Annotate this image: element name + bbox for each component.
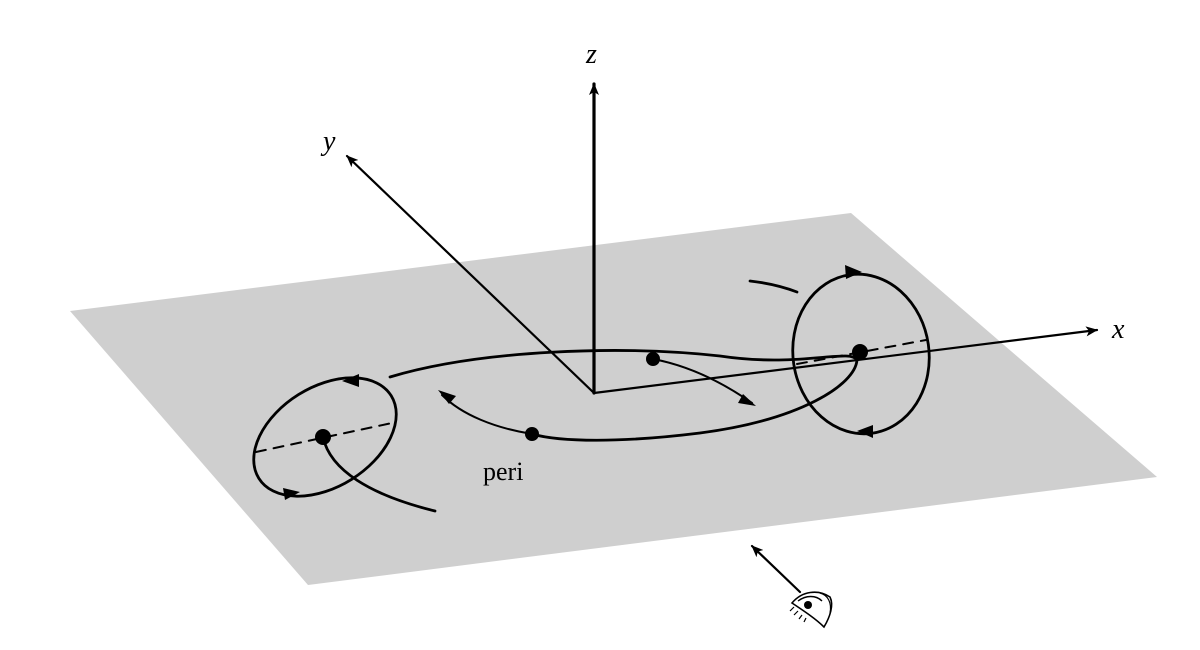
- left-circle-arrow-top: [342, 374, 359, 387]
- apocenter-point: [646, 352, 660, 366]
- left-node-circle: [252, 376, 398, 498]
- y-axis-label: y: [320, 126, 336, 157]
- right-node-line: [796, 339, 927, 365]
- eye-icon: [789, 591, 833, 629]
- orbit-arrowhead-right: [738, 394, 756, 406]
- left-node-point: [315, 429, 331, 445]
- pericenter-point: [525, 427, 539, 441]
- left-circle-arrow-bottom: [283, 488, 300, 500]
- pericenter-label: peri: [483, 457, 523, 486]
- left-outgoing-arc: [321, 435, 437, 513]
- x-axis-label: x: [1111, 314, 1125, 345]
- left-node-line: [255, 422, 393, 453]
- view-direction-arrow: [750, 544, 802, 594]
- right-circle-arrow-bottom: [857, 425, 873, 438]
- x-axis: [592, 326, 1099, 395]
- right-circle-arrow-top: [845, 265, 862, 279]
- reference-plane: [70, 213, 1157, 585]
- z-axis-label: z: [585, 39, 597, 70]
- right-node-point: [852, 344, 868, 360]
- right-incoming-arc: [748, 279, 799, 294]
- orbit-arrowhead-left: [438, 390, 456, 404]
